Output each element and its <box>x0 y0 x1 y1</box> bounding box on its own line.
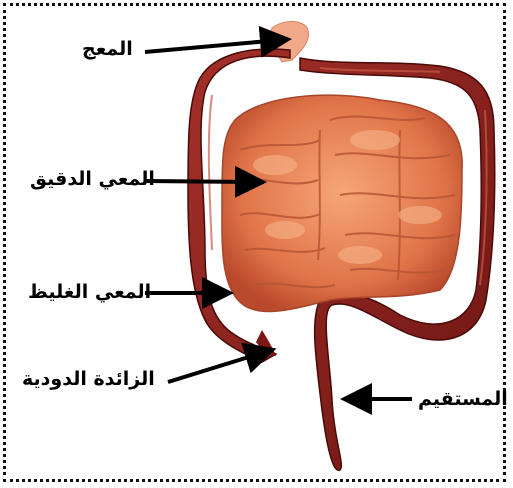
label-large-intestine: المعي الغليظ <box>28 283 151 302</box>
small-intestine-shape <box>222 95 462 311</box>
label-stomach: المعج <box>82 40 133 59</box>
label-small-intestine: المعي الدقيق <box>30 170 155 189</box>
label-appendix: الزائدة الدودية <box>22 370 155 389</box>
label-rectum: المستقيم <box>418 390 508 409</box>
arrow-small-intestine <box>145 181 255 182</box>
arrow-appendix <box>168 352 265 382</box>
